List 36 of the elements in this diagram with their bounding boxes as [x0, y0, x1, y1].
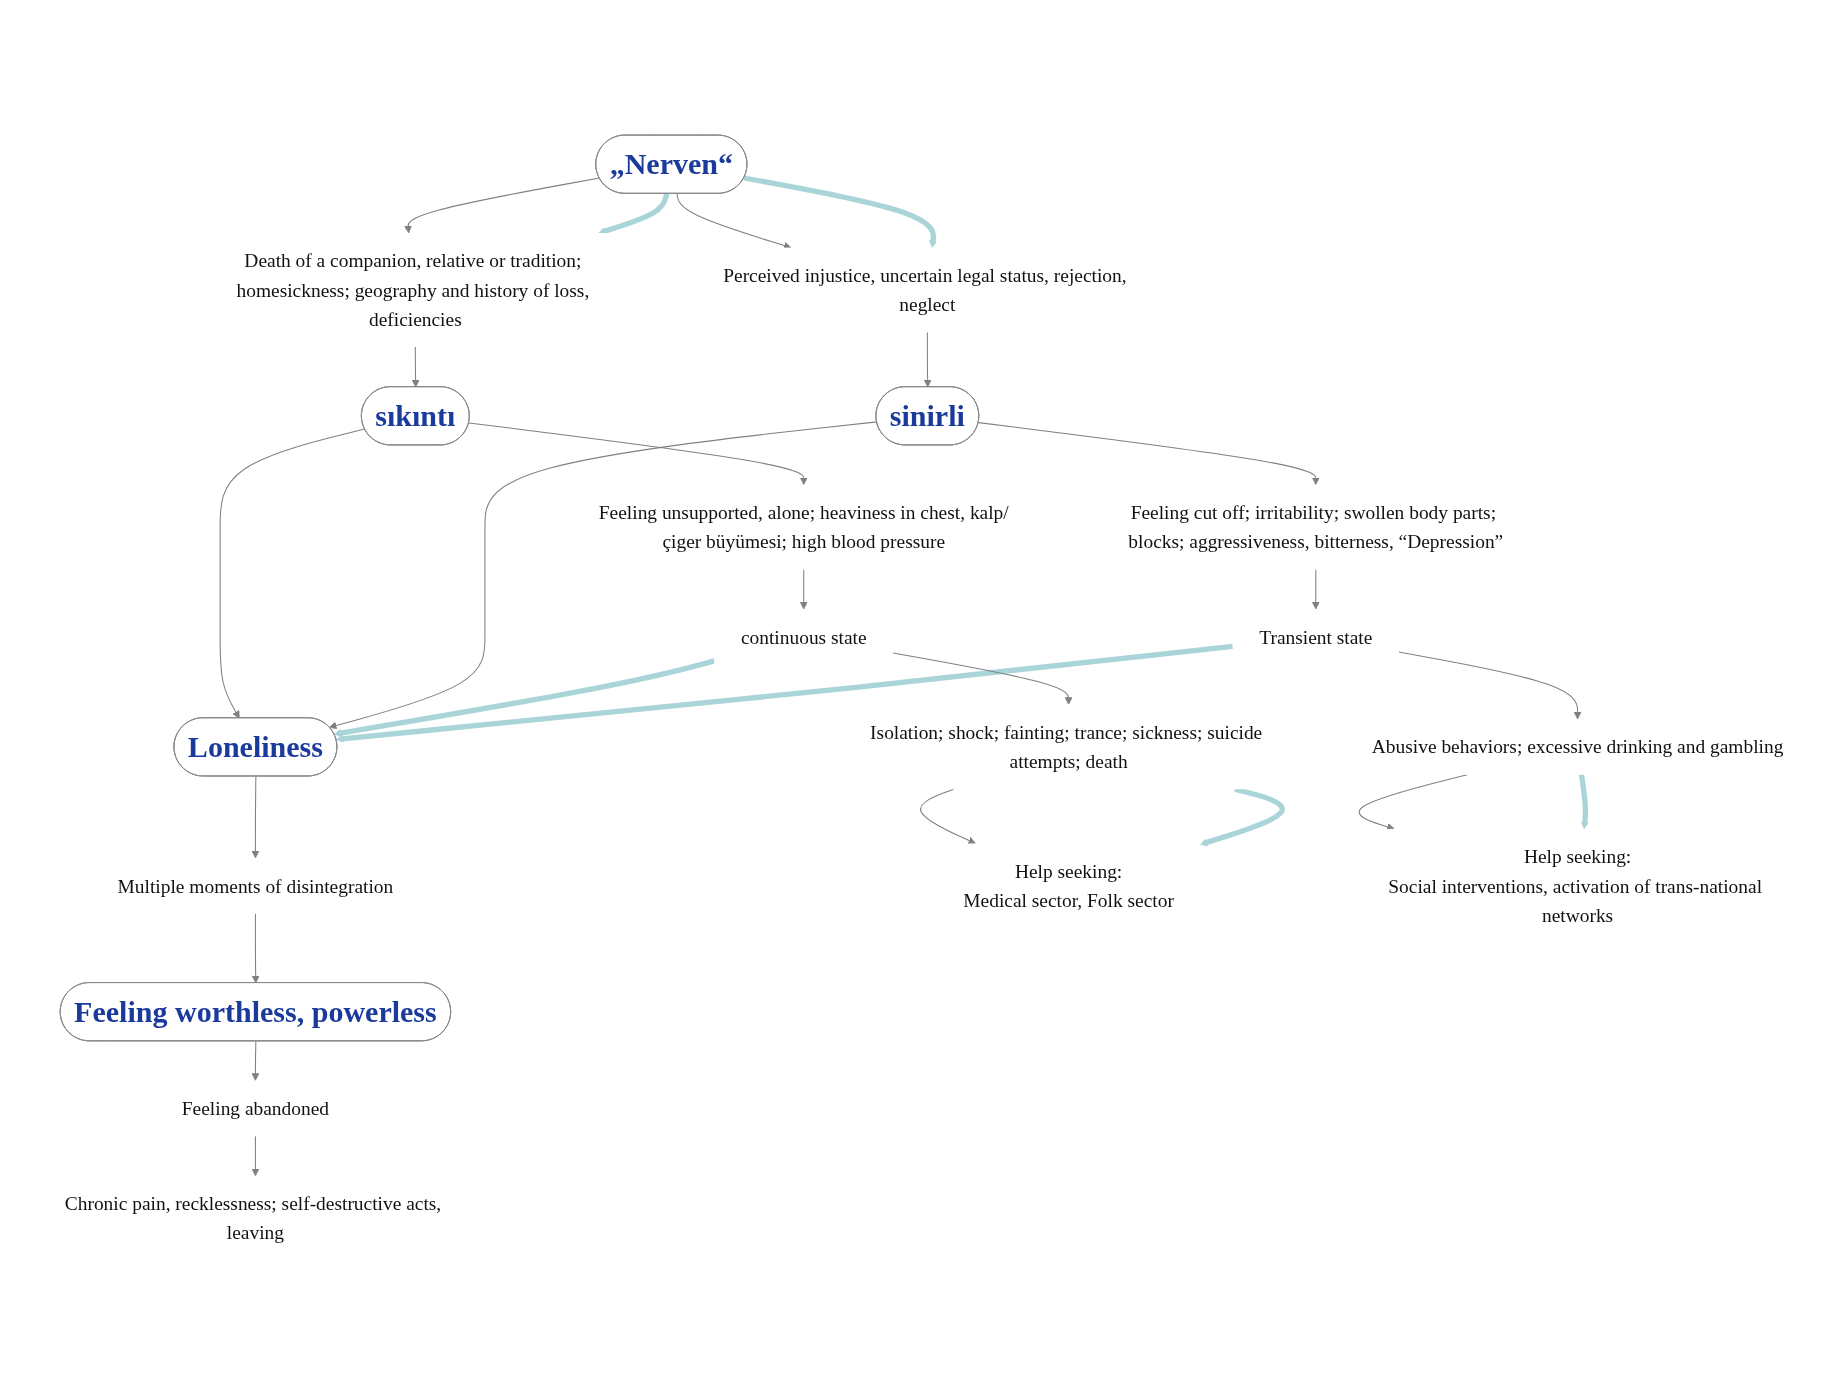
arrow [676, 193, 792, 250]
node-text: continuous state [740, 626, 867, 649]
arrow [1311, 569, 1320, 610]
node-text: Feeling unsupported, alone; heaviness in chest, kalp/çiger büyümesi; high blood pressure [598, 501, 1009, 553]
node-text: Isolation; shock; fainting; trance; sickness; suicide attempts; death [870, 721, 1263, 773]
arrow [251, 776, 260, 859]
arrow [1358, 774, 1468, 831]
node-text: Feeling cut off; irritability; swollen body parts; blocks; aggressiveness, bitterness, “Depression” [1128, 501, 1504, 553]
node-text: Transient state [1259, 626, 1373, 649]
node-text: Multiple moments of disintegration [117, 874, 394, 898]
node-text: Chronic pain, recklessness; self-destructive acts, leaving [64, 1192, 442, 1245]
arrow [468, 422, 808, 486]
arrow [404, 177, 600, 234]
node-text: Help seeking: Social interventions, activation of trans-national networks [1388, 845, 1763, 927]
arrow [335, 643, 1234, 743]
arrow [1578, 774, 1589, 830]
node-text: Death of a companion, relative or tradition; homesickness; geography and history of loss, deficiencies [236, 249, 590, 331]
arrow [333, 658, 716, 737]
node-text: Help seeking: Medical sector, Folk sector [963, 860, 1174, 912]
node-text: Perceived injustice, uncertain legal status, rejection, neglect [723, 264, 1127, 316]
arrow [251, 1040, 260, 1082]
arrow [978, 422, 1320, 486]
node-text: Abusive behaviors; excessive drinking and gambling [1371, 735, 1784, 759]
arrow [598, 193, 670, 235]
arrow [892, 652, 1073, 705]
arrow [799, 569, 808, 610]
arrow [251, 913, 260, 984]
arrow [923, 332, 932, 388]
node-text: Feeling abandoned [181, 1097, 330, 1120]
arrow [219, 428, 366, 719]
arrow [329, 421, 878, 730]
arrow [920, 788, 976, 845]
arrow [743, 175, 937, 249]
arrow [251, 1135, 260, 1177]
arrow [411, 346, 420, 388]
arrow [1398, 651, 1582, 720]
